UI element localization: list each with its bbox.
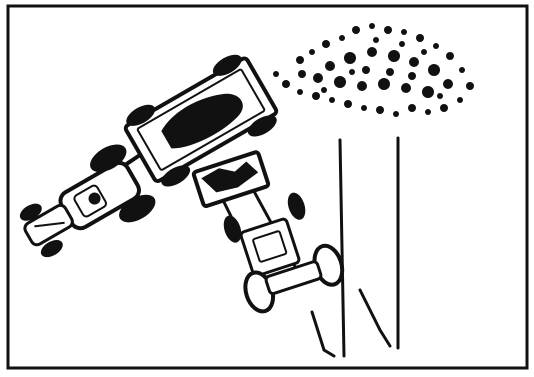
tractor [19, 144, 156, 258]
shrub-pile [268, 23, 478, 120]
loader-tractor [191, 150, 345, 314]
tracks [310, 136, 400, 358]
trailer-with-load [114, 54, 279, 187]
